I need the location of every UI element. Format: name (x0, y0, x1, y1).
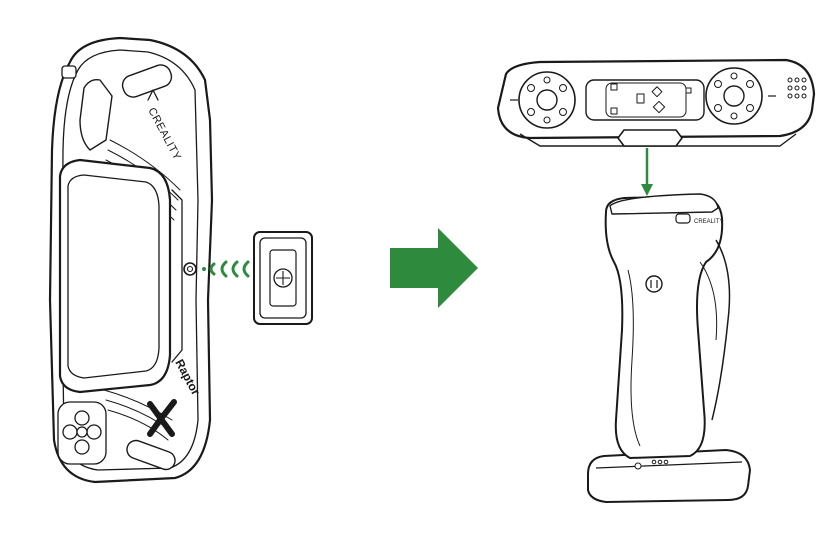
scanner-head-mount-foot (617, 129, 683, 147)
left-lens-leds (527, 76, 567, 124)
projector-marks (610, 83, 692, 115)
top-slot (121, 64, 173, 98)
grip-body (604, 195, 724, 459)
process-arrow-icon (390, 228, 478, 308)
grip-top-button (675, 213, 691, 224)
mount-socket-inner (186, 265, 194, 273)
grip-brand-logo: CREALITY (694, 219, 723, 225)
screen-display (67, 174, 160, 379)
right-lens (723, 85, 745, 107)
grip-top-cap (609, 193, 719, 215)
model-x-mark-icon (147, 399, 177, 437)
right-lens-leds (714, 72, 754, 120)
scanner-head-front-view (496, 58, 816, 147)
vent-grille-icon (787, 77, 807, 99)
handheld-grip: CREALITY (587, 193, 751, 503)
grip-trigger-button (645, 275, 663, 293)
left-lens (536, 89, 558, 111)
control-button-right (86, 424, 102, 440)
control-button-center (76, 426, 88, 438)
attach-motion-waves (202, 260, 250, 278)
upper-sensor-window (79, 78, 113, 151)
control-button-bottom (74, 439, 90, 455)
control-button-top (74, 410, 90, 426)
brand-mark-icon (147, 89, 159, 101)
base-indicator-dots (634, 459, 669, 470)
bottom-slot (126, 439, 176, 471)
top-button (61, 65, 77, 79)
grip-base-stand (587, 449, 751, 503)
screen-side-rail (171, 189, 183, 363)
control-button-left (62, 424, 78, 440)
scanner-device-side-view: CREALITY Raptor (48, 36, 214, 484)
quick-release-plate (253, 231, 313, 325)
grip-trigger-ridge (711, 239, 731, 421)
control-pad (57, 401, 107, 465)
scanner-inner-band (61, 49, 199, 471)
mount-down-arrow-icon (641, 148, 653, 196)
